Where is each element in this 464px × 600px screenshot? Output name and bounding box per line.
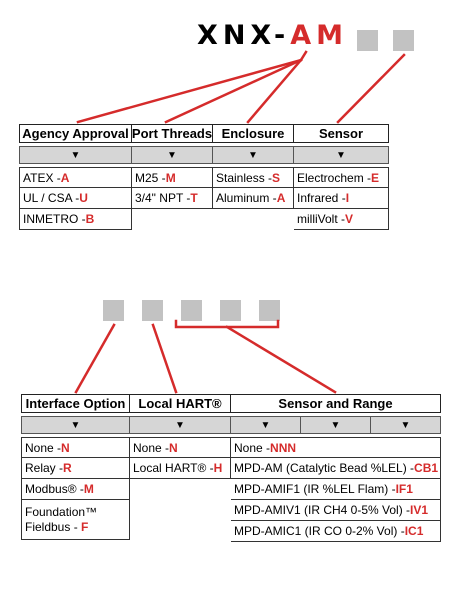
connector-threads [164,58,303,124]
option-infrared: Infrared - I [294,188,389,209]
down-arrow-icon: ▼ [132,146,213,164]
option-electrochem: Electrochem - E [294,167,389,188]
down-arrow-icon: ▼ [130,416,231,434]
column-interface-option: Interface Option ▼ None - N Relay - R Mo… [21,394,130,540]
option-m25: M25 - M [132,167,213,188]
option-none: None - N [21,437,130,458]
connector-sensor [336,53,406,124]
option-iv1: MPD-AMIV1 (IR CH4 0-5% Vol) - IV1 [231,500,441,521]
option-hart-none: None - N [130,437,231,458]
header-enclosure: Enclosure [213,124,294,143]
down-arrow-icon: ▼ [231,416,301,434]
column-sensor-and-range: Sensor and Range ▼ ▼ ▼ None - NNN MPD-AM… [231,394,441,542]
header-sensor: Sensor [294,124,389,143]
column-agency-approval: Agency Approval ▼ ATEX - A UL / CSA - U … [19,124,132,230]
header-port-threads: Port Threads [131,124,213,143]
code-placeholder-1 [357,30,378,51]
code-placeholder-4 [142,300,163,321]
option-aluminum: Aluminum - A [213,188,294,209]
connector-hart [151,323,178,394]
header-sensor-and-range: Sensor and Range [231,394,441,413]
option-ul-csa: UL / CSA - U [19,188,132,209]
option-local-hart: Local HART® - H [130,458,231,479]
column-sensor: Sensor ▼ Electrochem - E Infrared - I mi… [294,124,389,230]
bottom-options-table: Interface Option ▼ None - N Relay - R Mo… [21,394,441,542]
code-placeholder-5 [181,300,202,321]
down-arrow-icon: ▼ [371,416,441,434]
option-relay: Relay - R [21,458,130,479]
option-foundation-fieldbus: Foundation™ Fieldbus - F [21,500,130,540]
header-interface-option: Interface Option [21,394,130,413]
down-arrow-icon: ▼ [21,416,130,434]
option-modbus: Modbus® - M [21,479,130,500]
option-if1: MPD-AMIF1 (IR %LEL Flam) - IF1 [231,479,441,500]
column-port-threads: Port Threads ▼ M25 - M 3/4" NPT - T [132,124,213,209]
option-cb1: MPD-AM (Catalytic Bead %LEL) - CB1 [231,458,441,479]
top-options-table: Agency Approval ▼ ATEX - A UL / CSA - U … [19,124,389,230]
title-suffix: AM [290,20,349,51]
option-ic1: MPD-AMIC1 (IR CO 0-2% Vol) - IC1 [231,521,441,542]
code-placeholder-2 [393,30,414,51]
option-range-none: None - NNN [231,437,441,458]
header-agency-approval: Agency Approval [19,124,132,143]
down-arrow-icon: ▼ [19,146,132,164]
header-local-hart: Local HART® [130,394,231,413]
down-arrow-icon: ▼ [213,146,294,164]
code-placeholder-6 [220,300,241,321]
model-prefix-title: XNX-AM [197,22,348,49]
column-local-hart: Local HART® ▼ None - N Local HART® - H [130,394,231,479]
title-prefix: XNX- [197,20,291,51]
connector-interface [74,323,116,394]
option-stainless: Stainless - S [213,167,294,188]
code-placeholder-7 [259,300,280,321]
connector-agency [76,58,303,124]
down-arrow-icon: ▼ [294,146,389,164]
option-npt: 3/4" NPT - T [132,188,213,209]
down-arrow-icon: ▼ [301,416,371,434]
option-inmetro: INMETRO - B [19,209,132,230]
option-atex: ATEX - A [19,167,132,188]
code-placeholder-3 [103,300,124,321]
connector-range [225,325,337,394]
column-enclosure: Enclosure ▼ Stainless - S Aluminum - A [213,124,294,209]
connector-enclosure [246,58,303,124]
option-millivolt: milliVolt - V [294,209,389,230]
